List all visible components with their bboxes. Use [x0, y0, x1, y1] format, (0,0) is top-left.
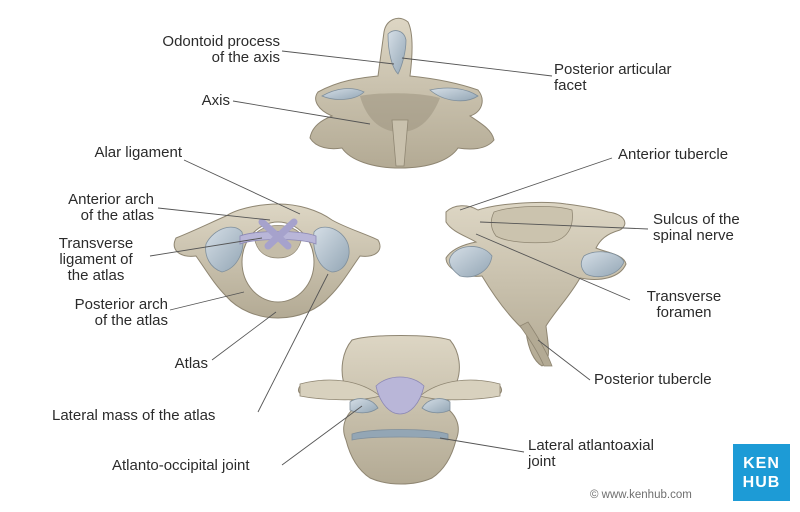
leader-posterior-facet	[401, 57, 553, 77]
craniovertebral-joints-view	[298, 335, 503, 485]
leader-atlanto-occipital	[281, 405, 363, 466]
label-axis: Axis	[201, 92, 230, 109]
leader-axis	[232, 100, 371, 125]
atlas-vertebra	[173, 203, 381, 319]
leader-transverse-lig	[149, 237, 263, 257]
label-posterior-tubercle: Posterior tubercle	[594, 371, 712, 388]
axis-vertebra	[309, 17, 495, 169]
leader-atlas	[211, 311, 277, 361]
leader-lateral-mass	[257, 273, 329, 413]
leader-lateral-atlantoaxial	[439, 437, 525, 453]
leader-posterior-tubercle	[537, 339, 591, 381]
atlas-lateral-view	[445, 201, 627, 367]
leader-odontoid	[281, 50, 395, 65]
leader-posterior-arch	[169, 291, 245, 311]
leader-sulcus	[479, 221, 649, 230]
copyright-text: © www.kenhub.com	[590, 489, 692, 501]
leader-alar	[183, 159, 301, 215]
label-atlas: Atlas	[174, 355, 208, 372]
leader-transverse-foramen	[475, 233, 631, 301]
label-lateral-mass: Lateral mass of the atlas	[52, 407, 216, 424]
label-anterior-tubercle: Anterior tubercle	[618, 146, 729, 163]
label-atlanto-occipital-joint: Atlanto-occipital joint	[112, 457, 250, 474]
leader-anterior-arch	[157, 207, 271, 221]
leader-anterior-tubercle	[459, 157, 613, 211]
label-alar-ligament: Alar ligament	[94, 144, 182, 161]
